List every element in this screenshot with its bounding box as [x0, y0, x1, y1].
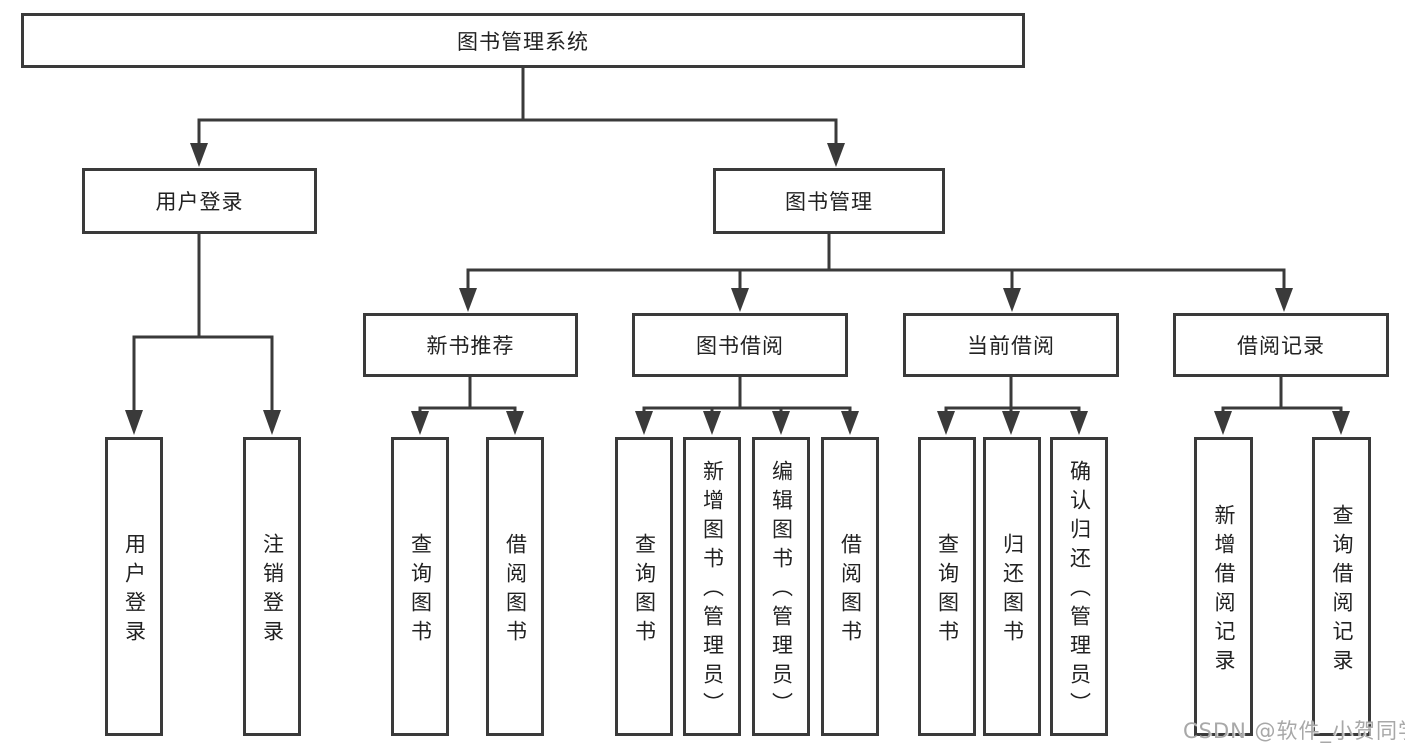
group-borrow-records-label: 借阅记录 [1237, 334, 1325, 358]
group-new-book-recommend: 新书推荐 [363, 313, 578, 377]
leaf-borrow-books-1: 借阅图书 [486, 437, 544, 736]
leaf-confirm-return-admin: 确认归还（管理员） [1050, 437, 1108, 736]
group-current-borrow: 当前借阅 [903, 313, 1119, 377]
leaf-query-borrow-record: 查询借阅记录 [1312, 437, 1371, 736]
leaf-add-books-admin-label: 新增图书（管理员） [700, 460, 725, 721]
leaf-query-books-2: 查询图书 [615, 437, 673, 736]
leaf-query-books-1-label: 查询图书 [408, 532, 433, 649]
branch-book-management-label: 图书管理 [785, 190, 873, 214]
leaf-user-login-label: 用户登录 [122, 532, 147, 649]
leaf-add-borrow-record: 新增借阅记录 [1194, 437, 1253, 736]
csdn-watermark: CSDN @软件_小贺同学 [1183, 719, 1405, 743]
leaf-confirm-return-admin-label: 确认归还（管理员） [1067, 460, 1092, 721]
leaf-query-books-2-label: 查询图书 [632, 532, 657, 649]
arrowheads [125, 143, 1350, 435]
group-book-borrow: 图书借阅 [632, 313, 848, 377]
leaf-query-books-1: 查询图书 [391, 437, 449, 736]
group-new-book-recommend-label: 新书推荐 [426, 334, 515, 358]
leaf-edit-books-admin-label: 编辑图书（管理员） [769, 460, 794, 721]
leaf-query-borrow-record-label: 查询借阅记录 [1330, 503, 1354, 678]
group-borrow-records: 借阅记录 [1173, 313, 1389, 377]
leaf-borrow-books-1-label: 借阅图书 [503, 532, 528, 649]
leaf-logout: 注销登录 [243, 437, 301, 736]
group-current-borrow-label: 当前借阅 [967, 334, 1055, 358]
root-node: 图书管理系统 [21, 13, 1025, 68]
leaf-add-books-admin: 新增图书（管理员） [683, 437, 741, 736]
leaf-return-books-label: 归还图书 [1000, 532, 1025, 649]
branch-book-management: 图书管理 [713, 168, 945, 234]
leaf-edit-books-admin: 编辑图书（管理员） [752, 437, 810, 736]
root-node-label: 图书管理系统 [457, 29, 589, 54]
leaf-borrow-books-2: 借阅图书 [821, 437, 879, 736]
leaf-add-borrow-record-label: 新增借阅记录 [1212, 503, 1236, 678]
leaf-logout-label: 注销登录 [260, 532, 285, 649]
leaf-query-books-3-label: 查询图书 [935, 532, 960, 649]
leaf-borrow-books-2-label: 借阅图书 [838, 532, 863, 649]
leaf-return-books: 归还图书 [983, 437, 1041, 736]
branch-user-login: 用户登录 [82, 168, 317, 234]
leaf-query-books-3: 查询图书 [918, 437, 976, 736]
group-book-borrow-label: 图书借阅 [696, 334, 784, 358]
leaf-user-login: 用户登录 [105, 437, 163, 736]
branch-user-login-label: 用户登录 [155, 190, 244, 214]
